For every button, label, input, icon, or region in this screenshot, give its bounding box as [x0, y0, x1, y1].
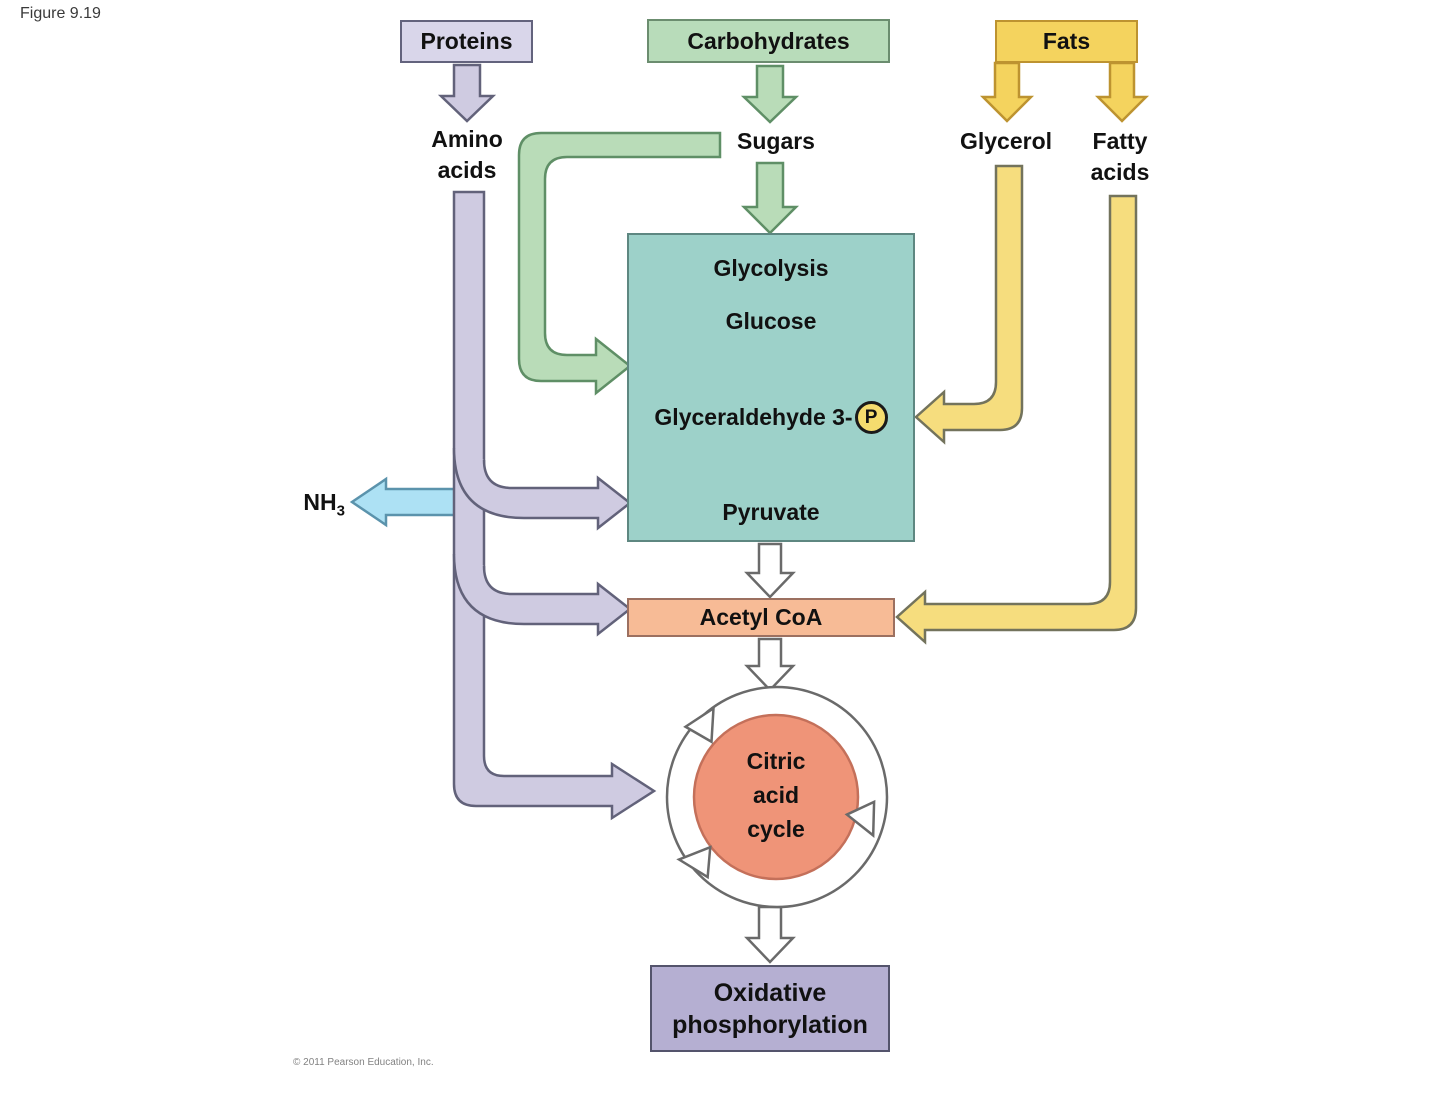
amino-to-acetyl-branch-outline — [452, 553, 633, 637]
carbohydrates-box: Carbohydrates — [647, 19, 890, 63]
acetyl-coa-label: Acetyl CoA — [699, 604, 823, 630]
fatty-acids-line1: Fatty — [1092, 128, 1148, 154]
nh3-subscript: 3 — [336, 502, 345, 520]
amino-acids-line2: acids — [437, 157, 497, 183]
citric-acid-cycle-label: Citric acid cycle — [696, 744, 856, 846]
fats-to-fatty-acids-arrow — [1094, 61, 1150, 123]
fats-box-label: Fats — [1042, 28, 1091, 54]
oxidative-phosphorylation-box: Oxidative phosphorylation — [650, 965, 890, 1052]
proteins-box-label: Proteins — [420, 28, 513, 54]
cycle-arrowhead-top-left — [683, 705, 715, 744]
fats-to-glycerol-arrow — [979, 61, 1035, 123]
fatty-acids-to-acetyl-arrow — [895, 194, 1138, 645]
nh3-base: NH — [303, 489, 337, 515]
amino-acids-label: Amino acids — [397, 124, 537, 186]
oxphos-line2: phosphorylation — [672, 1010, 868, 1039]
cycle-arrowhead-bottom-left — [676, 845, 712, 880]
glycolysis-to-acetyl-arrow — [744, 542, 796, 599]
fatty-acids-label: Fatty acids — [1058, 126, 1182, 188]
copyright-text: © 2011 Pearson Education, Inc. — [293, 1057, 434, 1068]
glycerol-to-glyceraldehyde-arrow — [914, 164, 1024, 445]
pyruvate-label: Pyruvate — [722, 499, 820, 525]
glyceraldehyde-label: Glyceraldehyde 3- P — [629, 401, 913, 434]
nh3-label: NH3 — [263, 487, 345, 527]
fatty-acids-line2: acids — [1090, 159, 1150, 185]
citric-line1: Citric — [746, 748, 806, 774]
proteins-to-amino-arrow — [437, 63, 497, 123]
amino-to-pyruvate-branch-outline — [452, 447, 633, 531]
amino-acids-trunk-arrow — [452, 190, 657, 821]
amino-to-nh3-arrow — [349, 476, 464, 528]
glycerol-label: Glycerol — [959, 128, 1053, 154]
amino-acids-line1: Amino — [431, 126, 503, 152]
fats-box: Fats — [995, 20, 1138, 63]
phosphate-icon: P — [854, 401, 888, 434]
glyceraldehyde-text: Glyceraldehyde 3- — [654, 404, 853, 430]
sugars-label: Sugars — [737, 128, 815, 154]
glucose-label: Glucose — [725, 308, 817, 334]
glycolysis-box: Glycolysis Glucose Glyceraldehyde 3- P P… — [627, 233, 915, 542]
oxphos-line1: Oxidative — [713, 978, 827, 1007]
figure-label: Figure 9.19 — [20, 5, 101, 22]
cycle-arrowhead-right — [844, 799, 876, 838]
proteins-box: Proteins — [400, 20, 533, 63]
citric-line2: acid — [752, 782, 800, 808]
acetyl-to-citric-arrow — [744, 637, 796, 692]
glycolysis-title: Glycolysis — [713, 255, 829, 281]
sugars-to-glycolysis-arrow — [740, 161, 800, 235]
carbohydrates-to-sugars-arrow — [740, 64, 800, 124]
sugars-hook-to-glucose-arrow — [517, 131, 722, 396]
carbohydrates-box-label: Carbohydrates — [687, 27, 850, 54]
citric-cycle-circle — [692, 713, 860, 881]
acetyl-coa-box: Acetyl CoA — [627, 598, 895, 637]
citric-line3: cycle — [747, 816, 805, 842]
citric-to-oxphos-arrow — [744, 905, 796, 964]
